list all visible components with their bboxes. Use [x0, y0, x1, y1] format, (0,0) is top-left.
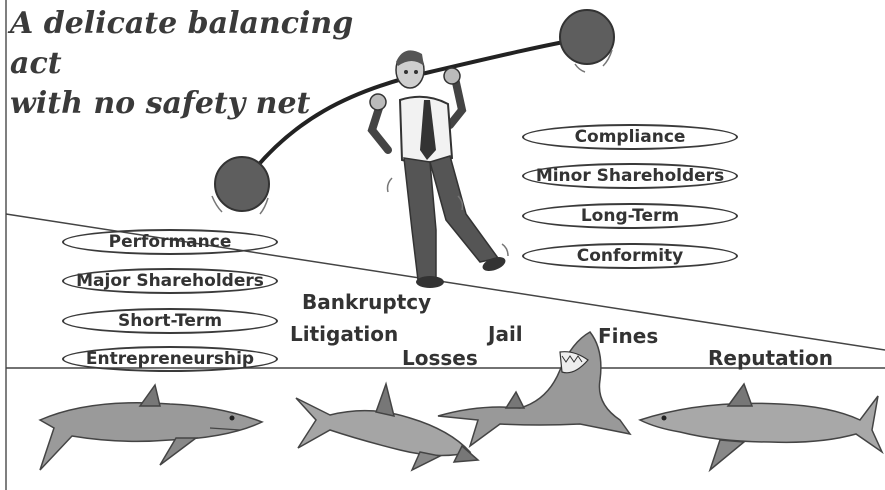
right-weight-icon: [559, 9, 615, 65]
right-factor-minor-shareholders: Minor Shareholders: [522, 163, 738, 189]
title-line-1: A delicate balancing act: [10, 6, 354, 81]
right-factor-compliance: Compliance: [522, 124, 738, 150]
right-factor-long-term: Long-Term: [522, 203, 738, 229]
left-weight-icon: [214, 156, 270, 212]
businessman-icon: [367, 50, 509, 288]
shark-1-icon: [38, 383, 264, 471]
risk-reputation: Reputation: [708, 346, 833, 370]
left-factor-major-shareholders: Major Shareholders: [62, 268, 278, 294]
shark-3-icon: [437, 331, 632, 448]
title-line-2: with no safety net: [10, 86, 311, 121]
right-factor-conformity: Conformity: [522, 243, 738, 269]
risk-litigation: Litigation: [290, 322, 399, 346]
shark-4-icon: [638, 382, 884, 473]
left-factor-short-term: Short-Term: [62, 308, 278, 334]
left-factor-performance: Performance: [62, 229, 278, 255]
risk-jail: Jail: [488, 322, 523, 346]
shark-2-icon: [295, 381, 480, 472]
risk-bankruptcy: Bankruptcy: [302, 290, 432, 314]
page-title: A delicate balancing act with no safety …: [10, 4, 410, 124]
left-factor-entrepreneurship: Entrepreneurship: [62, 346, 278, 372]
risk-fines: Fines: [598, 324, 659, 348]
risk-losses: Losses: [402, 346, 478, 370]
balancing-pole: [211, 9, 615, 215]
